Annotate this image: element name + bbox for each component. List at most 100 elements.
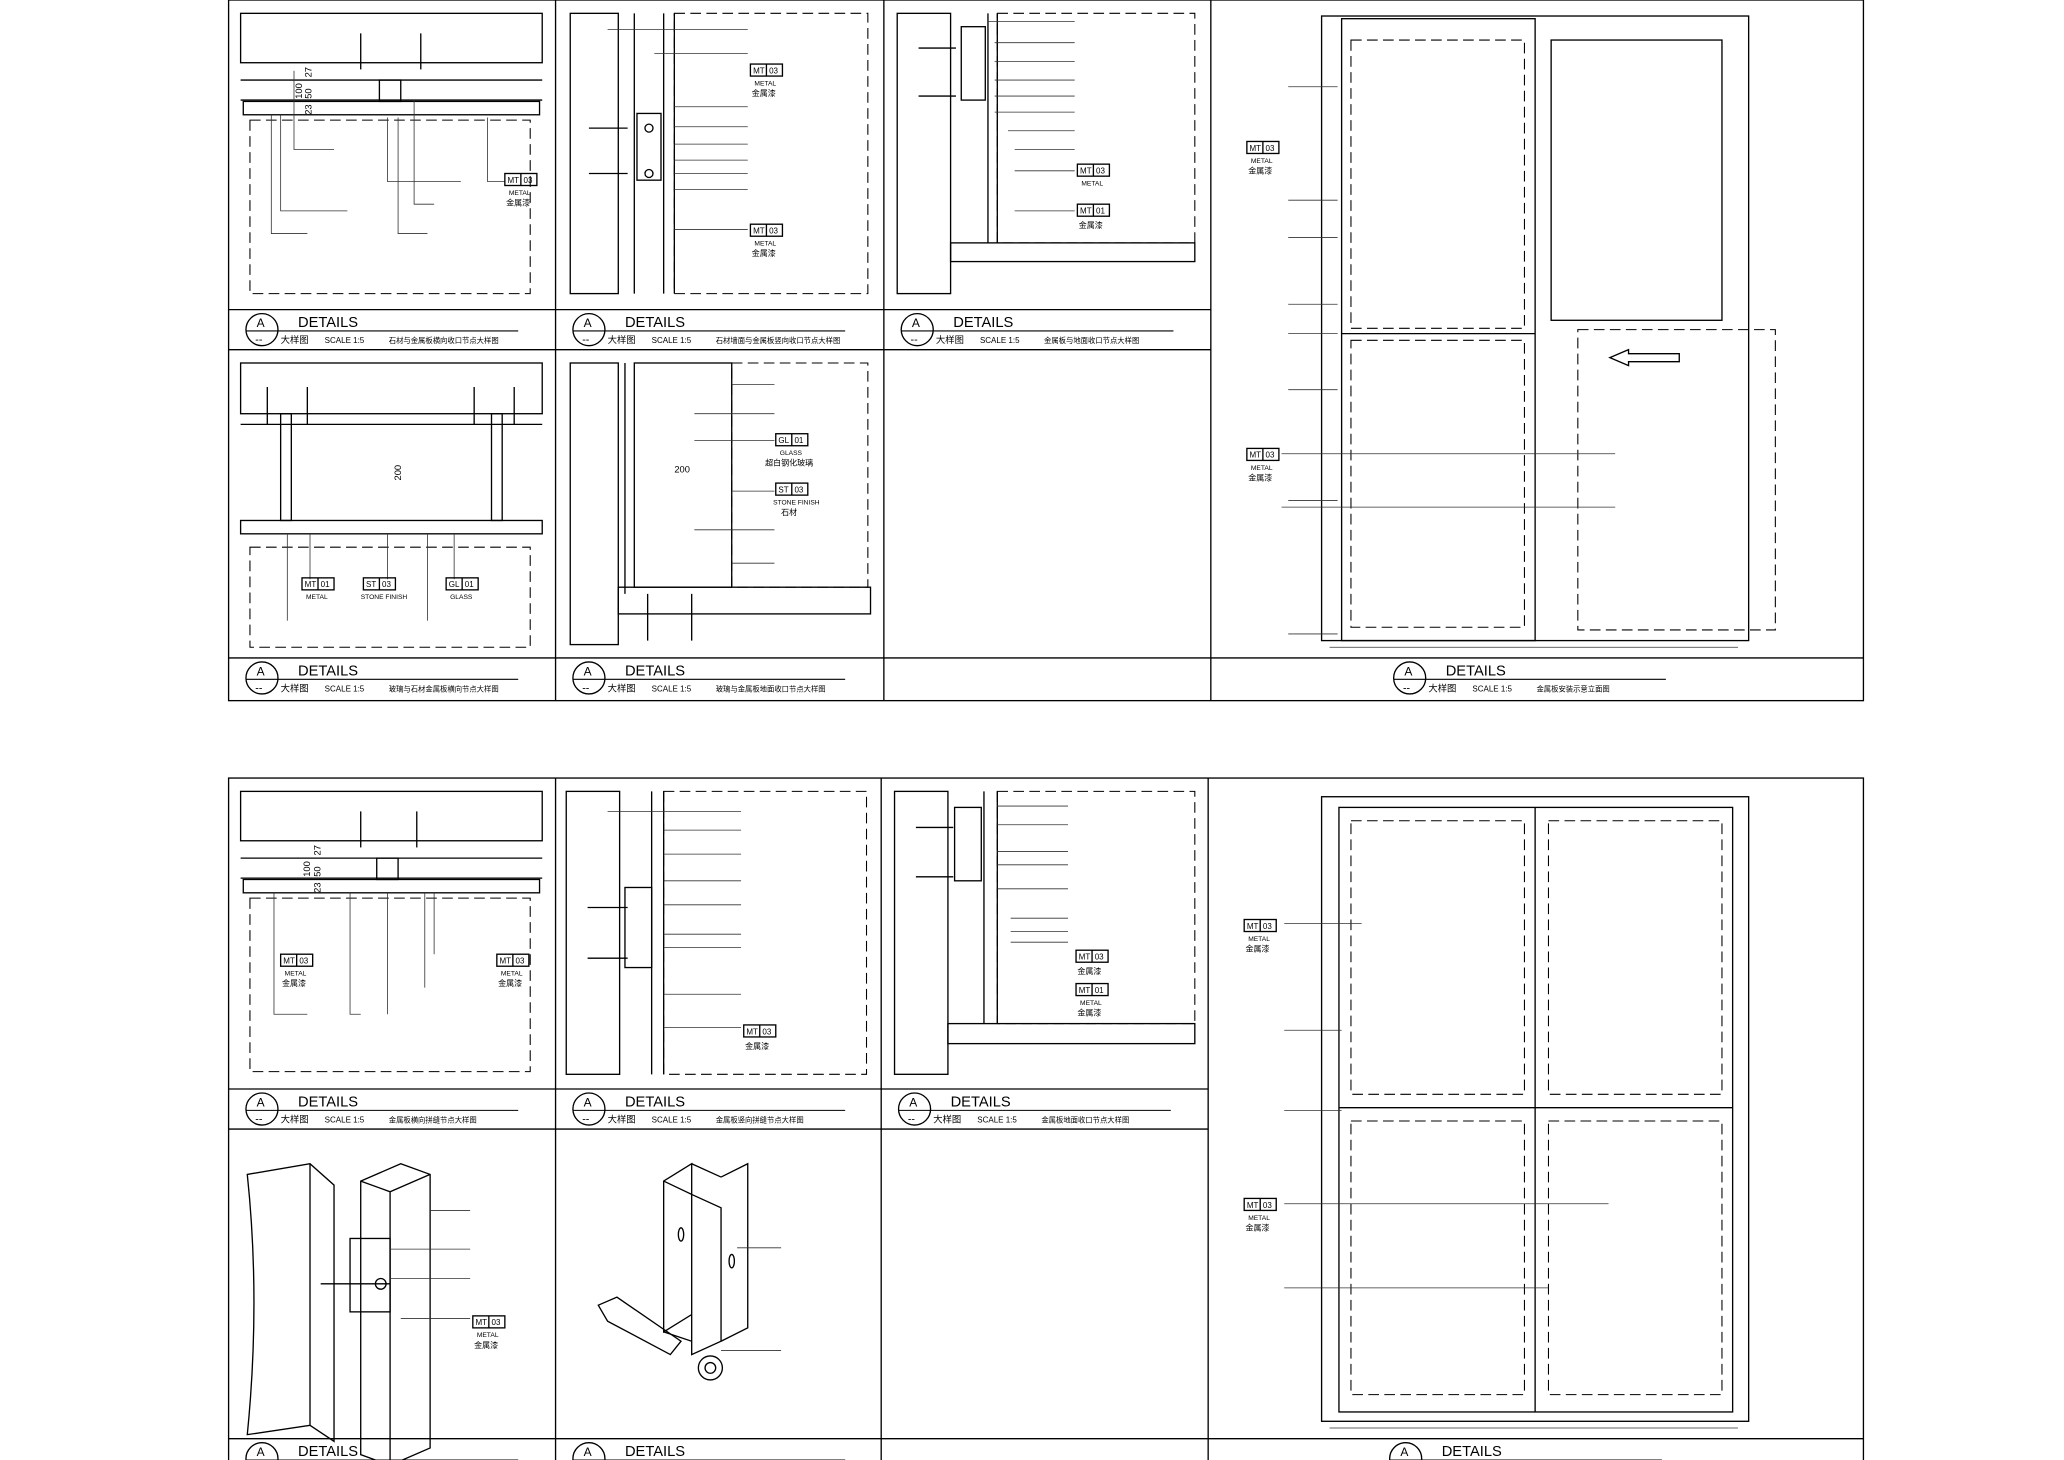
detail-scale: SCALE 1:5 xyxy=(652,336,692,345)
title-block: A -- DETAILS 大样图 SCALE 1:5 挂件示意图 xyxy=(572,1441,846,1460)
svg-text:ST: ST xyxy=(778,485,788,494)
svg-text:01: 01 xyxy=(794,436,803,445)
detail-bubble xyxy=(1388,1441,1423,1460)
sheet-ref: -- xyxy=(911,334,919,346)
dim-27: 27 xyxy=(303,67,313,77)
detail-id: A xyxy=(584,316,592,330)
title-block: A -- DETAILS 大样图 SCALE 1:5 玻璃与石材金属板横向节点大… xyxy=(245,661,519,695)
detail-title: DETAILS xyxy=(953,315,1013,331)
detail-scale: SCALE 1:5 xyxy=(980,336,1020,345)
title-block: A -- DETAILS 大样图 SCALE 1:5 金属板安装示意立面图 xyxy=(1388,1441,1662,1460)
svg-text:GL: GL xyxy=(778,436,789,445)
detail-id: A xyxy=(912,316,920,330)
svg-text:金属漆: 金属漆 xyxy=(498,978,522,988)
svg-text:MT: MT xyxy=(753,66,765,75)
svg-text:MT: MT xyxy=(1080,166,1092,175)
title-block: A -- DETAILS 大样图 SCALE 1:5 金属板地面收口节点大样图 xyxy=(897,1092,1171,1126)
dim-23: 23 xyxy=(303,104,313,114)
svg-text:METAL: METAL xyxy=(1080,1000,1102,1007)
svg-text:金属漆: 金属漆 xyxy=(1246,944,1270,954)
svg-text:METAL: METAL xyxy=(477,1332,499,1339)
svg-text:MT: MT xyxy=(1247,1201,1259,1210)
svg-text:METAL: METAL xyxy=(754,80,776,87)
detail-scale: SCALE 1:5 xyxy=(325,1115,365,1124)
svg-text:金属漆: 金属漆 xyxy=(1248,472,1272,482)
svg-text:MT: MT xyxy=(305,580,317,589)
svg-text:03: 03 xyxy=(516,957,525,966)
svg-text:50: 50 xyxy=(313,866,323,876)
svg-text:03: 03 xyxy=(769,227,778,236)
detail-caption: 玻璃与石材金属板横向节点大样图 xyxy=(389,684,499,693)
svg-text:03: 03 xyxy=(762,1027,771,1036)
title-block: A -- DETAILS 大样图 SCALE 1:5 石材墙面与金属板竖向收口节… xyxy=(572,312,846,347)
svg-text:03: 03 xyxy=(492,1318,501,1327)
sheet-ref: -- xyxy=(255,334,263,346)
svg-text:METAL: METAL xyxy=(501,971,523,978)
svg-text:MT: MT xyxy=(508,176,520,185)
detail-scale: SCALE 1:5 xyxy=(977,1115,1017,1124)
detail-id: A xyxy=(909,1095,917,1109)
svg-text:GLASS: GLASS xyxy=(450,594,473,601)
detail-id: A xyxy=(1404,664,1412,678)
detail-bubble xyxy=(572,1441,606,1460)
title-block: A -- DETAILS 大样图 SCALE 1:5 金属板安装示意立面图 xyxy=(1392,661,1666,695)
svg-text:MT: MT xyxy=(475,1318,487,1327)
detail-title: DETAILS xyxy=(625,315,685,331)
title-block: A -- DETAILS 大样图 SCALE 1:5 石材与金属板横向收口节点大… xyxy=(245,312,519,347)
detail-caption: 石材与金属板横向收口节点大样图 xyxy=(389,336,499,345)
detail-kind: 大样图 xyxy=(608,682,636,693)
svg-text:MT: MT xyxy=(500,957,512,966)
svg-text:金属漆: 金属漆 xyxy=(1248,165,1272,175)
detail-title: DETAILS xyxy=(1446,663,1506,679)
sheet-ref: -- xyxy=(255,1113,263,1125)
detail-scale: SCALE 1:5 xyxy=(652,1115,692,1124)
detail-bubble xyxy=(1392,661,1427,695)
svg-text:01: 01 xyxy=(321,580,330,589)
detail-bubble xyxy=(245,1441,279,1460)
detail-title: DETAILS xyxy=(298,1094,358,1110)
svg-text:超白钢化玻璃: 超白钢化玻璃 xyxy=(765,458,813,468)
svg-text:03: 03 xyxy=(1096,166,1105,175)
svg-text:金属漆: 金属漆 xyxy=(1077,966,1101,976)
sheet-ref: -- xyxy=(255,682,263,694)
svg-text:MT: MT xyxy=(1080,207,1092,216)
svg-text:METAL: METAL xyxy=(509,190,531,197)
svg-text:石材: 石材 xyxy=(781,507,797,517)
svg-text:METAL: METAL xyxy=(1251,158,1273,165)
sheet-ref: -- xyxy=(582,1113,590,1125)
detail-kind: 大样图 xyxy=(608,334,636,345)
svg-text:METAL: METAL xyxy=(1248,936,1270,943)
detail-title: DETAILS xyxy=(298,315,358,331)
svg-text:METAL: METAL xyxy=(754,241,776,248)
detail-id: A xyxy=(257,1095,265,1109)
detail-scale: SCALE 1:5 xyxy=(652,684,692,693)
svg-text:03: 03 xyxy=(1263,1201,1272,1210)
detail-bubble xyxy=(245,1092,279,1126)
title-block: A -- DETAILS 大样图 SCALE 1:5 金属板与地面收口节点大样图 xyxy=(900,312,1174,347)
svg-text:03: 03 xyxy=(1263,922,1272,931)
detail-kind: 大样图 xyxy=(281,682,309,693)
detail-bubble xyxy=(900,312,934,347)
svg-text:MT: MT xyxy=(1250,451,1262,460)
svg-text:METAL: METAL xyxy=(1248,1215,1270,1222)
detail-caption: 金属板竖向拼缝节点大样图 xyxy=(716,1115,804,1124)
svg-text:MT: MT xyxy=(283,957,295,966)
sheet-ref: -- xyxy=(908,1113,916,1125)
detail-bubble xyxy=(572,1092,606,1126)
title-blocks: A -- DETAILS 大样图 SCALE 1:5 石材与金属板横向收口节点大… xyxy=(245,312,1666,1460)
svg-text:03: 03 xyxy=(299,957,308,966)
